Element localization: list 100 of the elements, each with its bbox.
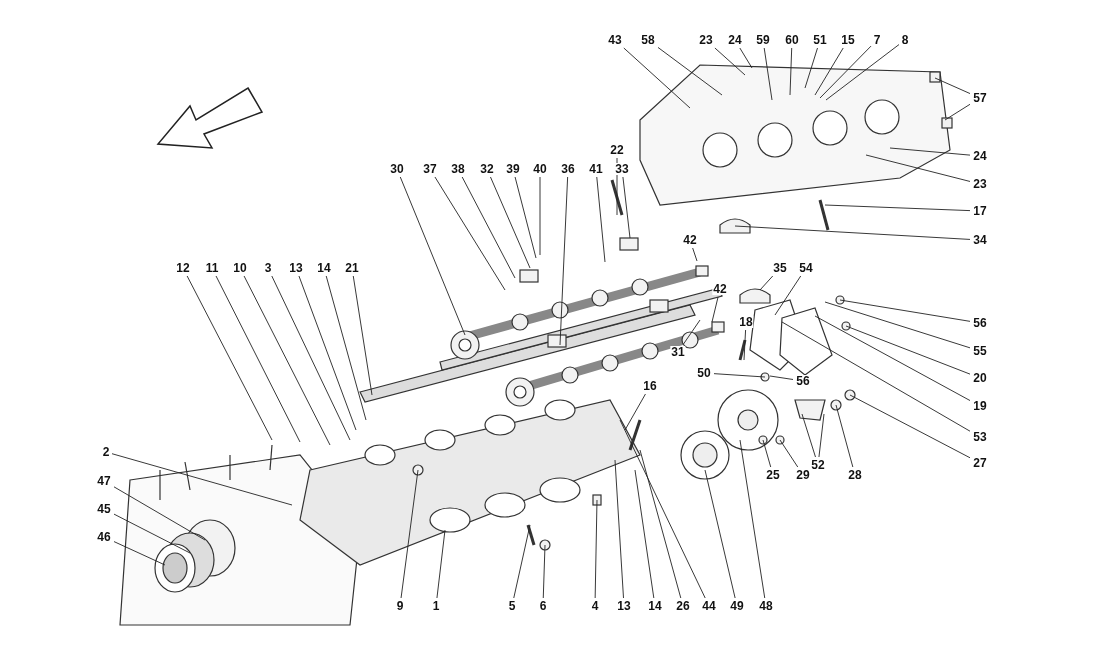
callout-number: 25	[765, 469, 781, 481]
leader-line	[734, 225, 971, 240]
leader-line	[539, 176, 541, 256]
leader-line	[804, 47, 818, 89]
callout-number: 51	[812, 34, 828, 46]
leader-line	[825, 44, 900, 101]
leader-line	[616, 157, 618, 216]
leader-line	[845, 325, 971, 375]
callout-number: 34	[972, 234, 988, 246]
callout-number: 31	[670, 346, 686, 358]
leader-line	[111, 453, 293, 506]
callout-number: 44	[701, 600, 717, 612]
callout-number: 20	[972, 372, 988, 384]
callout-number: 9	[395, 600, 405, 612]
callout-number: 56	[795, 375, 811, 387]
leader-line	[824, 301, 971, 349]
callout-number: 14	[647, 600, 663, 612]
leader-line	[614, 459, 624, 599]
callout-number: 54	[798, 262, 814, 274]
callout-number: 52	[810, 459, 826, 471]
callout-number: 39	[505, 163, 521, 175]
leader-line	[711, 296, 719, 323]
leader-line	[436, 529, 446, 599]
callout-number: 40	[532, 163, 548, 175]
leader-line	[624, 393, 646, 431]
callout-number: 4	[590, 600, 600, 612]
callout-number: 3	[263, 262, 273, 274]
leader-line	[434, 176, 506, 291]
callout-number: 36	[560, 163, 576, 175]
leader-line	[400, 469, 419, 599]
leader-line	[743, 329, 747, 361]
leader-line	[779, 439, 799, 468]
callout-number: 24	[727, 34, 743, 46]
callout-number: 46	[96, 531, 112, 543]
leader-line	[113, 541, 166, 566]
callout-number: 16	[642, 380, 658, 392]
leader-line	[186, 275, 273, 441]
leader-line	[819, 45, 872, 99]
callout-number: 60	[784, 34, 800, 46]
leader-line	[325, 275, 367, 421]
callout-number: 27	[972, 457, 988, 469]
callout-number: 22	[609, 144, 625, 156]
callout-number: 47	[96, 475, 112, 487]
leader-line	[619, 419, 706, 599]
callout-number: 30	[389, 163, 405, 175]
leader-line	[352, 275, 373, 396]
callout-number: 14	[316, 262, 332, 274]
leader-line	[865, 154, 971, 182]
leader-line	[759, 275, 774, 291]
callout-number: 42	[712, 283, 728, 295]
callout-number: 59	[755, 34, 771, 46]
leader-line	[704, 469, 736, 599]
callout-number: 35	[772, 262, 788, 274]
callout-number: 56	[972, 317, 988, 329]
callout-number: 7	[872, 34, 882, 46]
leader-line	[113, 486, 206, 541]
callout-number: 29	[795, 469, 811, 481]
leader-line	[514, 176, 537, 259]
callout-number: 12	[175, 262, 191, 274]
leader-line	[835, 404, 854, 468]
leader-line	[762, 439, 772, 468]
callout-number: 57	[972, 92, 988, 104]
callout-number: 41	[588, 163, 604, 175]
leader-line	[801, 413, 816, 458]
leader-line	[774, 275, 802, 316]
leader-line	[298, 275, 357, 431]
callout-number: 43	[607, 34, 623, 46]
callout-number: 6	[538, 600, 548, 612]
callout-number: 58	[640, 34, 656, 46]
callout-number: 19	[972, 400, 988, 412]
leader-line	[622, 176, 631, 239]
callout-number: 5	[507, 600, 517, 612]
leader-line	[944, 103, 971, 121]
leader-line	[596, 176, 606, 263]
callout-number: 48	[758, 600, 774, 612]
callout-number: 38	[450, 163, 466, 175]
callout-number: 2	[101, 446, 111, 458]
callout-number: 23	[698, 34, 714, 46]
leader-line	[513, 524, 531, 599]
callout-number: 42	[682, 234, 698, 246]
leader-line	[623, 47, 691, 109]
leader-line	[818, 413, 825, 458]
leader-line	[657, 47, 723, 96]
callout-number: 50	[696, 367, 712, 379]
leader-line	[763, 47, 773, 101]
callout-number: 1	[431, 600, 441, 612]
callout-number: 21	[344, 262, 360, 274]
callout-number: 15	[840, 34, 856, 46]
leader-line	[739, 47, 753, 69]
callout-number: 24	[972, 150, 988, 162]
leader-line	[490, 176, 531, 269]
leader-line	[271, 275, 351, 441]
leader-line	[814, 315, 971, 401]
leader-line	[461, 176, 516, 279]
callout-number: 26	[675, 600, 691, 612]
leader-line	[559, 176, 569, 346]
leader-line	[824, 204, 971, 212]
callout-number: 13	[616, 600, 632, 612]
leader-line	[692, 247, 698, 262]
callout-number: 8	[900, 34, 910, 46]
